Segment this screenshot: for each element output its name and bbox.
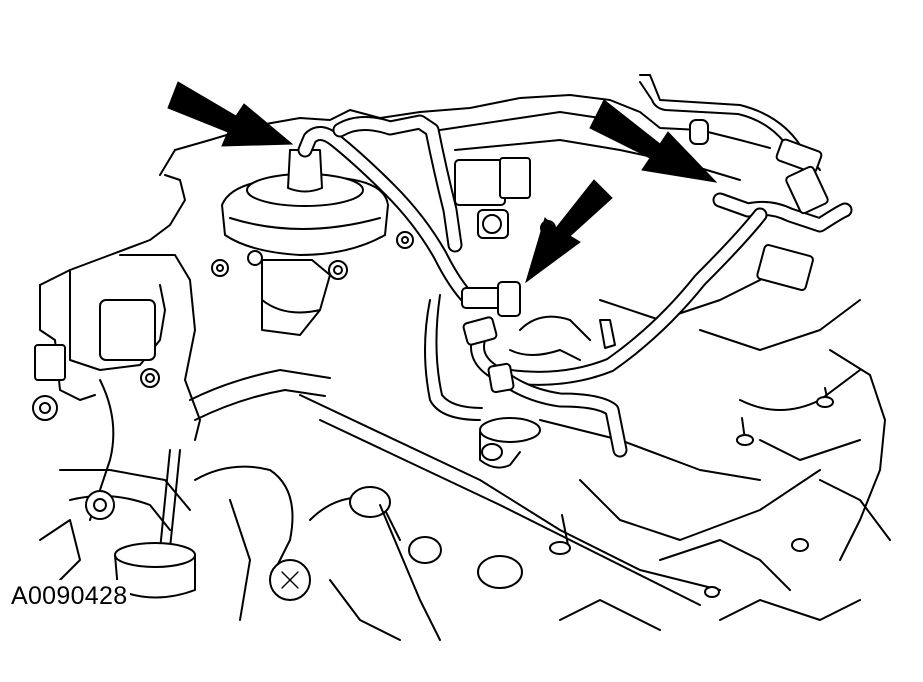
egr-valve (221, 149, 389, 336)
vacuum-hose-egr (297, 126, 478, 308)
arrow-solenoid-hose (589, 99, 718, 183)
figure-id-label: A0090428 (8, 580, 131, 612)
vacuum-hose-solenoid (470, 192, 853, 458)
vacuum-hose-upper (332, 114, 463, 253)
arrow-vacuum-tee (525, 179, 613, 284)
vacuum-tee-connector (461, 281, 521, 394)
vacuum-tube-top-right (639, 74, 829, 215)
engine-block-outline (32, 94, 891, 641)
arrow-egr-valve-hose (167, 81, 294, 147)
